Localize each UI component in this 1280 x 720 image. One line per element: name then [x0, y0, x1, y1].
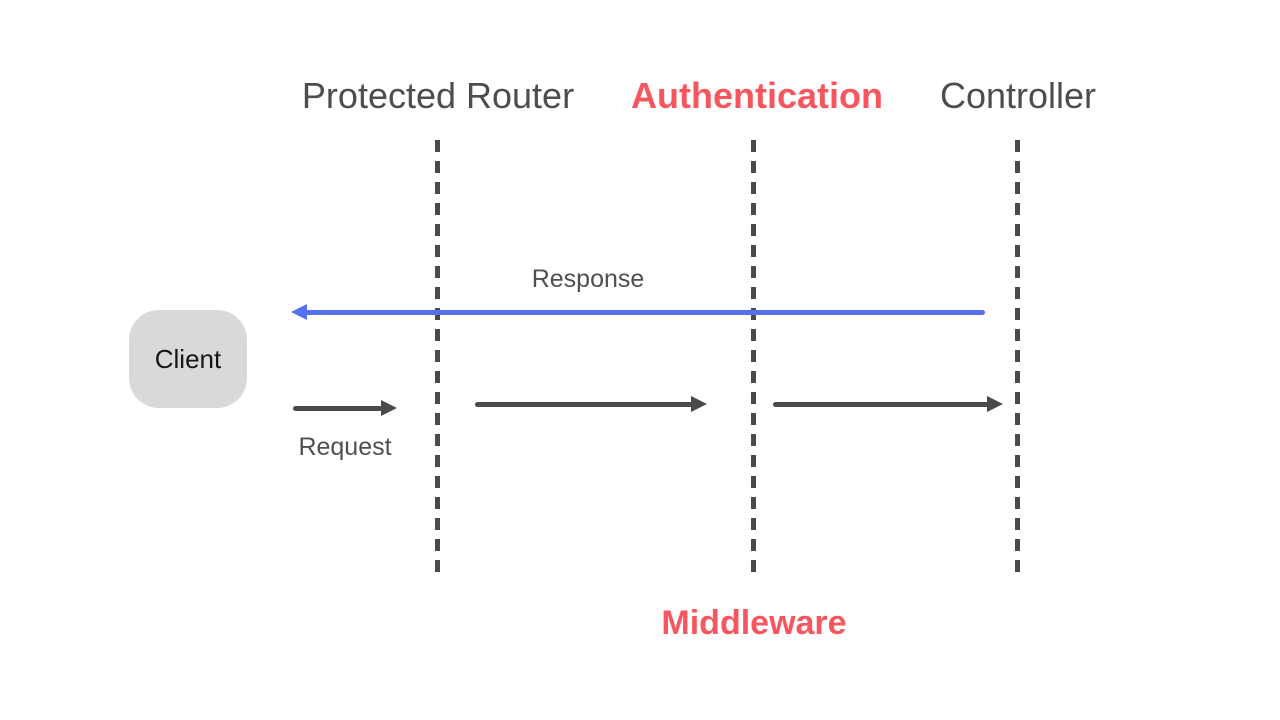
request-arrow-1-head-icon — [381, 400, 397, 416]
request-arrow-3-line — [773, 402, 989, 407]
lifeline-controller — [1015, 140, 1020, 580]
request-arrow-2-line — [475, 402, 693, 407]
request-arrow-3-head-icon — [987, 396, 1003, 412]
request-arrow-2-head-icon — [691, 396, 707, 412]
request-arrow-1-line — [293, 406, 382, 411]
client-node: Client — [129, 310, 247, 408]
response-arrowhead-left-icon — [291, 304, 307, 320]
column-title-protected-router: Protected Router — [301, 75, 575, 116]
middleware-label: Middleware — [661, 604, 847, 642]
lifeline-authentication — [751, 140, 756, 580]
request-label: Request — [298, 433, 392, 461]
response-label: Response — [531, 265, 645, 293]
client-label: Client — [154, 343, 222, 374]
response-arrow-line — [305, 310, 985, 315]
lifeline-protected-router — [435, 140, 440, 580]
column-title-authentication: Authentication — [631, 75, 883, 116]
column-title-controller: Controller — [939, 75, 1097, 116]
